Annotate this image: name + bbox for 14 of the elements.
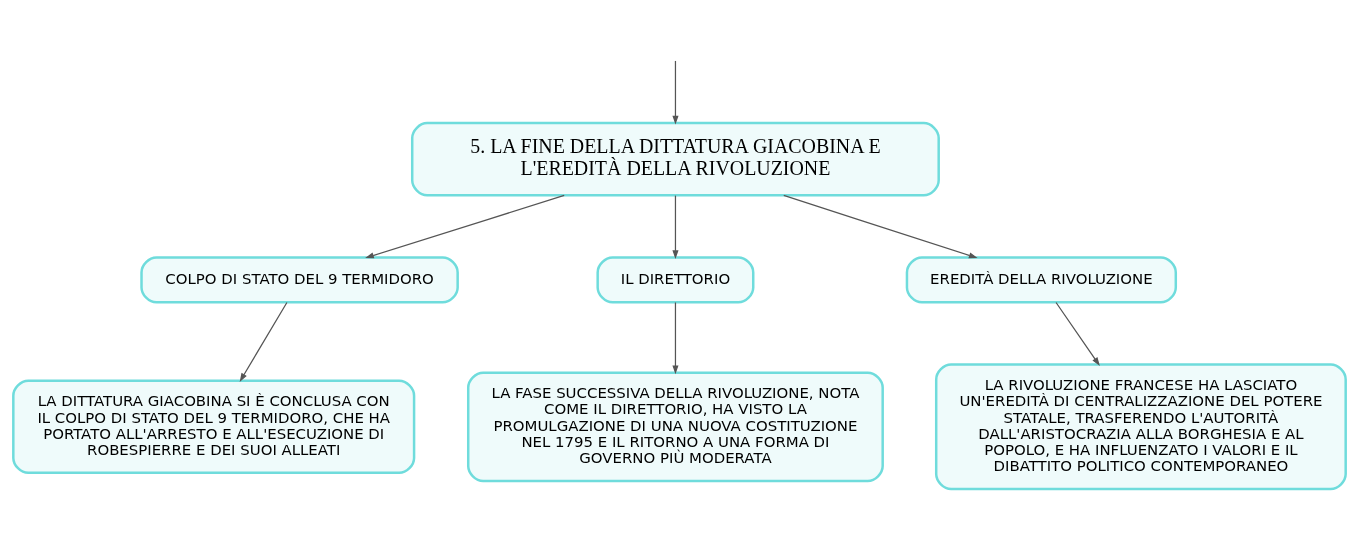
node-box: LA RIVOLUZIONE FRANCESE HA LASCIATO UN'EREDITÀ DI CENTRALIZZAZIONE DEL POTERE STATALE, TRASFERENDO L'AUTORITÀ DALL'ARISTOCRAZIA ALLA BORGHESIA E AL POPOLO, E HA INFLUENZATO I VALORI E IL DIBATTITO POLITICO CONTEMPORANEO [934,363,1347,491]
node-box: COLPO DI STATO DEL 9 TERMIDORO [140,256,459,304]
node-box: LA FASE SUCCESSIVA DELLA RIVOLUZIONE, NOTA COME IL DIRETTORIO, HA VISTO LA PROMULGAZIONE DI UNA NUOVA COSTITUZIONE NEL 1795 E IL RITORNO A UNA FORMA DI GOVERNO PIÙ MODERATA [467,371,884,483]
arrow [672,195,679,260]
arrow [365,194,565,259]
arrow [783,194,978,259]
arrow [1055,301,1100,366]
node-box: IL DIRETTORIO [596,256,755,304]
node-box: EREDITÀ DELLA RIVOLUZIONE [905,256,1178,304]
arrow [239,301,288,382]
node-box: LA DITTATURA GIACOBINA SI È CONCLUSA CON IL COLPO DI STATO DEL 9 TERMIDORO, CHE HA PORTATO ALL'ARRESTO E ALL'ESECUZIONE DI ROBESPIERRE E DEI SUOI ALLEATI [12,379,416,475]
arrow [672,301,679,375]
node-box: 5. LA FINE DELLA DITTATURA GIACOBINA E L'EREDITÀ DELLA RIVOLUZIONE [410,121,940,197]
arrow [672,60,679,125]
